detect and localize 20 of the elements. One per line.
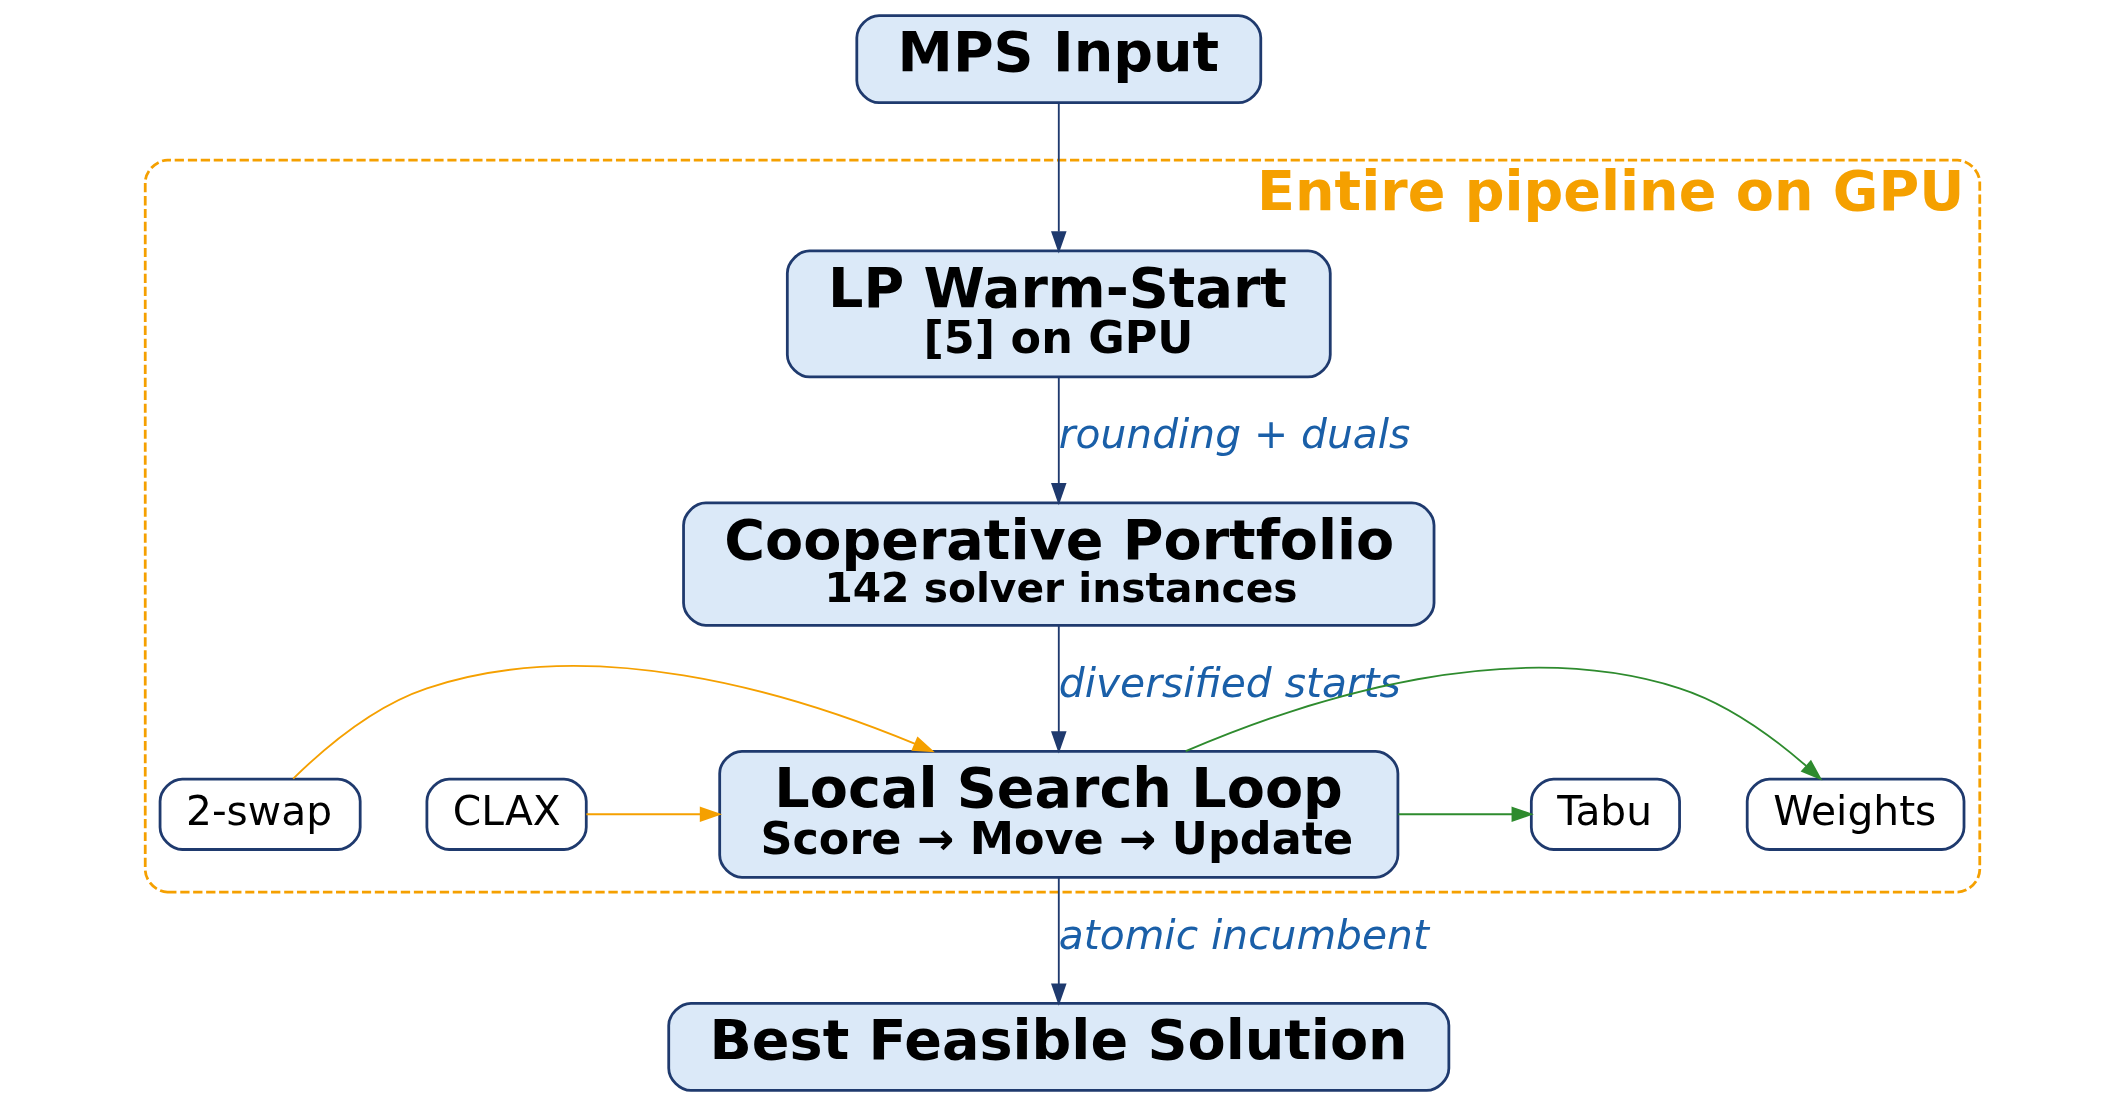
edge-label: atomic incumbent xyxy=(1058,910,1429,959)
arrow xyxy=(1050,624,1067,754)
node-box: Best Feasible Solution xyxy=(666,1001,1450,1092)
arrow xyxy=(584,806,722,823)
node-box: MPS Input xyxy=(854,14,1262,105)
arrow xyxy=(1050,376,1067,506)
arrow xyxy=(1050,876,1067,1006)
edge-label: rounding + duals xyxy=(1058,410,1410,459)
arrow xyxy=(291,665,935,780)
edge-label: diversified starts xyxy=(1058,658,1401,707)
node-box: Local Search Loop Score → Move → Update xyxy=(717,749,1399,879)
node-box: Tabu xyxy=(1529,777,1681,851)
node-box: Weights xyxy=(1745,777,1965,851)
arrow xyxy=(1050,102,1067,254)
node-box: 2-swap xyxy=(158,777,362,851)
node-box: LP Warm-Start [5] on GPU xyxy=(785,249,1332,379)
arrow xyxy=(1184,666,1822,781)
node-box: Cooperative Portfolio 142 solver instances xyxy=(681,501,1435,627)
arrow xyxy=(1396,806,1534,823)
node-box: CLAX xyxy=(425,777,588,851)
